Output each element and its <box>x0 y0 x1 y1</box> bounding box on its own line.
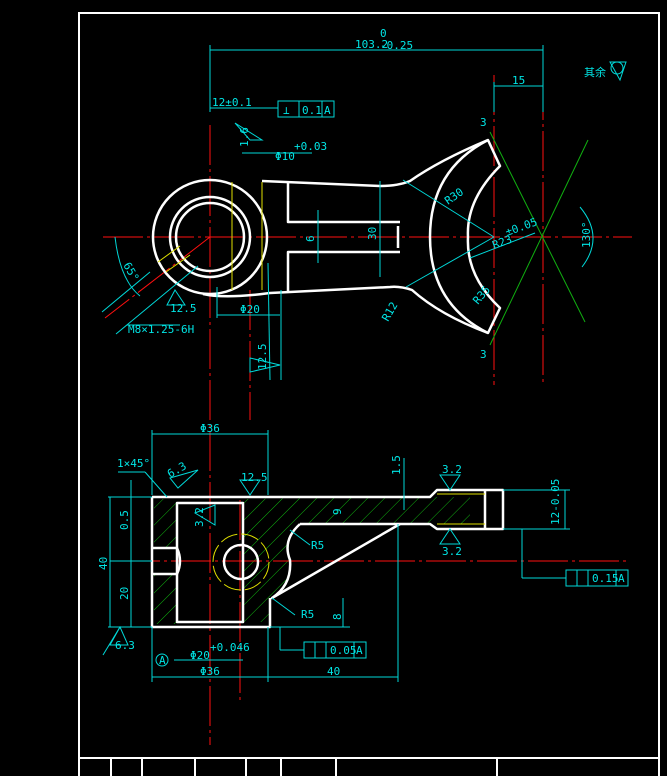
angle-65: 65° <box>120 260 141 284</box>
dim-3-top: 3 <box>480 116 487 129</box>
roughness-rest: 其余 <box>584 65 606 79</box>
height-20: 20 <box>118 587 131 600</box>
roughness-tip-bottom: 3.2 <box>442 545 462 558</box>
offset-dim: 12±0.1 <box>212 96 252 109</box>
overall-length: 103.2 <box>355 38 388 51</box>
section-labels: Φ36 1×45° 6.3 12.5 1.5 3.2 3.2 12-0.05 9… <box>97 422 625 678</box>
top-view-labels: 103.2 0 -0.25 12±0.1 ⊥ 0.1 A 15 其余 3 3 1… <box>120 27 606 370</box>
title-block <box>79 757 659 776</box>
fcf-perpendicularity <box>277 100 335 118</box>
drawing-frame <box>78 12 660 776</box>
angle-130: 130° <box>580 222 593 249</box>
slot-width: 6 <box>304 235 317 242</box>
r23-tol: ±0.05 <box>504 215 540 239</box>
datum-circle-icon <box>155 653 169 667</box>
thread-spec: M8×1.25-6H <box>128 323 194 336</box>
datum-label: A <box>159 654 166 667</box>
green-construction-lines <box>489 131 589 346</box>
r12: R12 <box>379 300 400 324</box>
roughness-thread: 12.5 <box>170 302 197 315</box>
section-bore-dia: Φ20 <box>190 649 210 662</box>
height-40: 40 <box>97 557 110 570</box>
section-bore-tol: +0.046 <box>210 641 250 654</box>
dim-05: 0.5 <box>118 510 131 530</box>
section-dimensions <box>102 430 629 682</box>
roughness-top: 12.5 <box>241 471 268 484</box>
roughness-tip-top: 3.2 <box>442 463 462 476</box>
roughness-base: 6.3 <box>115 639 135 652</box>
arm-width: 30 <box>366 227 379 240</box>
roughness-chamfer: 6.3 <box>165 459 189 480</box>
fcf-parallel <box>565 569 629 587</box>
roughness-boss: 12.5 <box>256 344 269 371</box>
top-dia: Φ36 <box>200 422 220 435</box>
dim-15: 15 <box>512 74 525 87</box>
tol-upper: 0 <box>380 27 387 40</box>
r5-upper: R5 <box>311 539 324 552</box>
fcf-symbol: ⊥ <box>283 104 290 117</box>
plate-offset: 1.5 <box>390 455 403 475</box>
roughness-bore: 1.6 <box>238 127 251 147</box>
section-centerlines <box>120 500 630 700</box>
fcf-parallel-value: 0.15 <box>592 572 619 585</box>
section-outline <box>150 488 505 629</box>
top-view-centerlines <box>103 75 632 745</box>
tip-thickness: 12-0.05 <box>549 479 562 525</box>
dim-3-bottom: 3 <box>480 348 487 361</box>
r35: R35 <box>470 283 493 307</box>
fcf-parallel-datum: A <box>618 572 625 585</box>
rib-height: 8 <box>331 613 344 620</box>
bottom-dia: Φ36 <box>200 665 220 678</box>
dim-40: 40 <box>327 665 340 678</box>
r30: R30 <box>442 185 466 207</box>
fcf-flatness-value: 0.05 <box>330 644 357 657</box>
top-view-dimensions <box>101 45 627 381</box>
tol-lower: -0.25 <box>380 39 413 52</box>
boss-dia: Φ20 <box>240 303 260 316</box>
plate-thickness: 9 <box>331 508 344 515</box>
fcf-value: 0.1 <box>302 104 322 117</box>
fcf-flatness-datum: A <box>356 644 363 657</box>
r5-lower: R5 <box>301 608 314 621</box>
section-hatch <box>154 497 470 624</box>
bore-dia: Φ10 <box>275 150 295 163</box>
r23: R23 <box>491 233 514 252</box>
bore-tol: +0.03 <box>294 140 327 153</box>
chamfer: 1×45° <box>117 457 150 470</box>
top-view-outline <box>151 138 502 335</box>
fcf-datum: A <box>324 104 331 117</box>
roughness-section-bore: 3.2 <box>193 507 206 527</box>
fcf-flatness <box>303 641 367 659</box>
